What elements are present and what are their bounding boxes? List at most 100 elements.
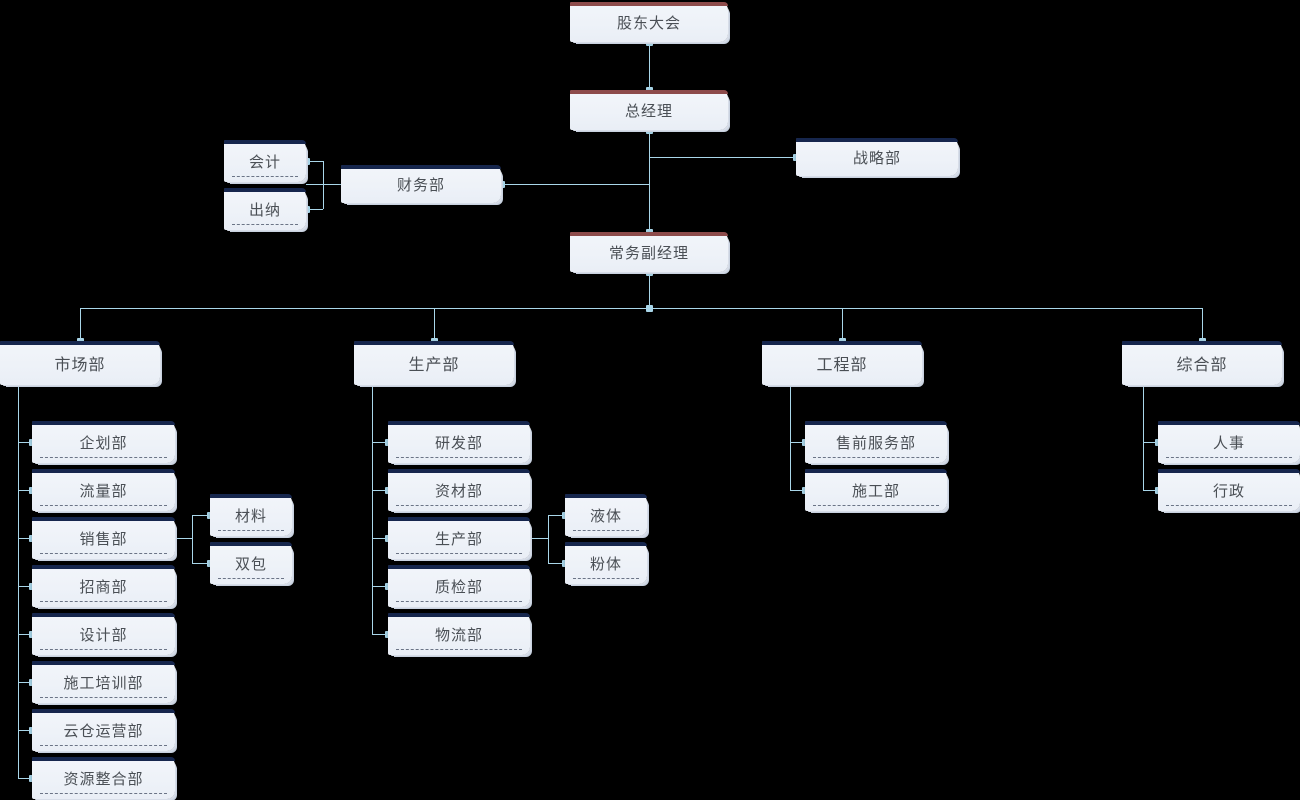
org-node-label: 市场部 — [54, 357, 106, 374]
connector-prod2-to-powder — [548, 563, 565, 564]
connector-engineering-to-e2 — [790, 490, 805, 491]
org-node-label: 行政 — [1212, 482, 1245, 500]
connector-general-to-g1 — [1143, 442, 1158, 443]
org-node-label: 流量部 — [79, 482, 128, 500]
connector-market-to-m6 — [18, 682, 32, 683]
org-node-label: 人事 — [1212, 434, 1245, 452]
connector-gm-to-deputy — [649, 130, 650, 232]
org-node-label: 液体 — [589, 507, 622, 525]
connector-finance-to-cashier — [306, 209, 323, 210]
org-node-e1[interactable]: 售前服务部 — [805, 421, 947, 463]
org-node-label: 施工培训部 — [63, 674, 144, 692]
connector-market-stem — [18, 381, 19, 778]
org-node-label: 资材部 — [434, 482, 483, 500]
connector-general-to-g2 — [1143, 490, 1158, 491]
connector-prod2-bus — [548, 515, 549, 563]
connector-deputy-down — [649, 272, 650, 308]
org-node-label: 会计 — [248, 153, 281, 171]
org-node-n6[interactable]: 出纳 — [224, 188, 306, 230]
org-node-m7[interactable]: 云仓运营部 — [32, 709, 175, 751]
connector-endpoint — [646, 269, 653, 276]
org-node-q2[interactable]: 粉体 — [565, 542, 647, 584]
org-node-p1[interactable]: 研发部 — [388, 421, 530, 463]
connector-bus-to-80 — [80, 308, 81, 341]
connector-engineering-to-e1 — [790, 442, 805, 443]
org-node-label: 总经理 — [624, 102, 673, 120]
org-node-label: 生产部 — [408, 357, 460, 374]
org-node-label: 物流部 — [434, 626, 483, 644]
connector-finance-bus — [323, 161, 324, 209]
connector-bus-to-842 — [842, 308, 843, 341]
org-node-s2[interactable]: 双包 — [210, 542, 292, 584]
connector-production-to-p1 — [372, 442, 388, 443]
org-node-g2[interactable]: 行政 — [1158, 469, 1300, 511]
connector-production-stem — [372, 381, 373, 634]
org-node-label: 财务部 — [396, 176, 445, 194]
connector-market-to-m1 — [18, 442, 32, 443]
org-node-label: 销售部 — [79, 530, 128, 548]
connector-sales-bus — [192, 515, 193, 563]
org-node-label: 股东大会 — [616, 14, 681, 32]
org-node-n4[interactable]: 财务部 — [341, 165, 501, 203]
org-node-m4[interactable]: 招商部 — [32, 565, 175, 607]
connector-production-to-p2 — [372, 490, 388, 491]
connector-finance-to-accountant — [306, 161, 323, 162]
connector-market-to-m3 — [18, 538, 32, 539]
connector-sales-to-material — [192, 515, 210, 516]
org-node-m5[interactable]: 设计部 — [32, 613, 175, 655]
connector-sales-to-doublepack — [192, 563, 210, 564]
org-node-label: 云仓运营部 — [63, 722, 144, 740]
org-node-e2[interactable]: 施工部 — [805, 469, 947, 511]
org-node-label: 研发部 — [434, 434, 483, 452]
org-node-m8[interactable]: 资源整合部 — [32, 757, 175, 799]
org-node-d2[interactable]: 生产部 — [354, 341, 514, 385]
org-node-label: 质检部 — [434, 578, 483, 596]
org-node-label: 企划部 — [79, 434, 128, 452]
org-node-label: 综合部 — [1176, 357, 1228, 374]
connector-endpoint — [303, 206, 310, 213]
org-node-m2[interactable]: 流量部 — [32, 469, 175, 511]
connector-market-to-m8 — [18, 778, 32, 779]
connector-department-bus — [80, 308, 1202, 309]
org-node-label: 出纳 — [248, 201, 281, 219]
org-node-d4[interactable]: 综合部 — [1122, 341, 1282, 385]
org-node-n3[interactable]: 战略部 — [796, 138, 958, 176]
org-node-label: 工程部 — [816, 357, 868, 374]
connector-market-to-m5 — [18, 634, 32, 635]
org-node-m3[interactable]: 销售部 — [32, 517, 175, 559]
org-node-m6[interactable]: 施工培训部 — [32, 661, 175, 703]
connector-prod2-stem — [530, 538, 548, 539]
connector-bus-to-1202 — [1202, 308, 1203, 341]
org-node-d3[interactable]: 工程部 — [762, 341, 922, 385]
org-node-q1[interactable]: 液体 — [565, 494, 647, 536]
connector-gm-to-strategy — [649, 157, 796, 158]
org-node-g1[interactable]: 人事 — [1158, 421, 1300, 463]
org-node-m1[interactable]: 企划部 — [32, 421, 175, 463]
connector-market-to-m4 — [18, 586, 32, 587]
org-node-n5[interactable]: 会计 — [224, 140, 306, 182]
org-node-n2[interactable]: 总经理 — [570, 90, 728, 130]
org-node-n7[interactable]: 常务副经理 — [570, 232, 728, 272]
connector-endpoint — [646, 39, 653, 46]
org-node-n1[interactable]: 股东大会 — [570, 2, 728, 42]
org-node-label: 常务副经理 — [608, 244, 689, 262]
connector-production-to-p5 — [372, 634, 388, 635]
org-node-p4[interactable]: 质检部 — [388, 565, 530, 607]
org-node-label: 施工部 — [851, 482, 900, 500]
org-node-s1[interactable]: 材料 — [210, 494, 292, 536]
org-node-label: 战略部 — [852, 149, 901, 167]
connector-sales-stem — [175, 538, 192, 539]
org-node-label: 资源整合部 — [63, 770, 144, 788]
org-node-label: 双包 — [234, 555, 267, 573]
org-node-d1[interactable]: 市场部 — [0, 341, 160, 385]
connector-production-to-p3 — [372, 538, 388, 539]
org-node-p5[interactable]: 物流部 — [388, 613, 530, 655]
connector-endpoint — [646, 127, 653, 134]
org-node-p2[interactable]: 资材部 — [388, 469, 530, 511]
connector-endpoint — [303, 158, 310, 165]
org-node-label: 粉体 — [589, 555, 622, 573]
org-node-p3[interactable]: 生产部 — [388, 517, 530, 559]
org-node-label: 生产部 — [434, 530, 483, 548]
connector-market-to-m2 — [18, 490, 32, 491]
